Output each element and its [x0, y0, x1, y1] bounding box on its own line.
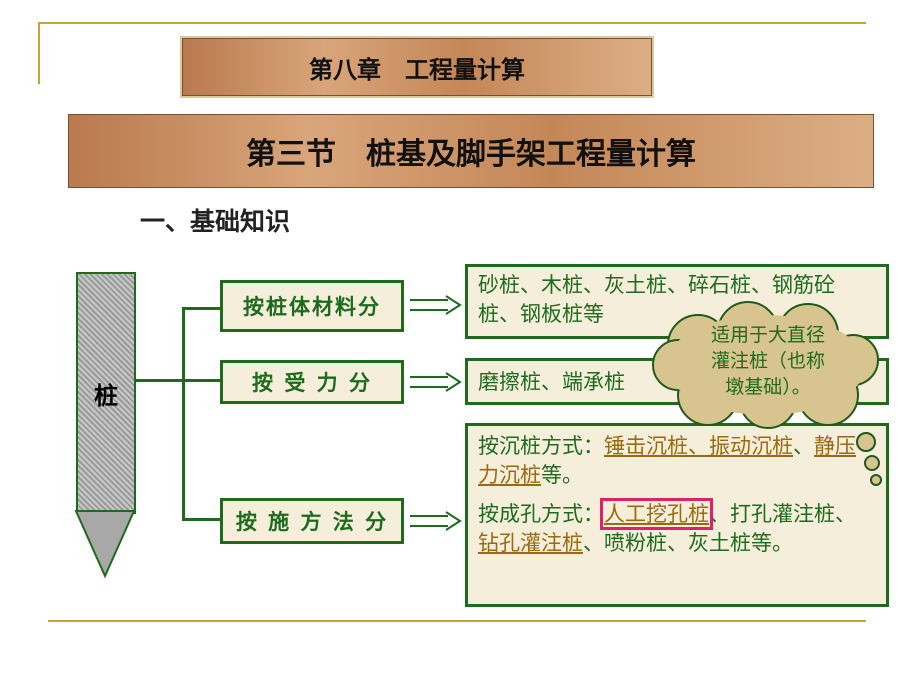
left-rule — [38, 22, 40, 84]
subheading: 一、基础知识 — [140, 207, 291, 236]
callout-text: 适用于大直径灌注桩（也称墩基础）。 — [710, 324, 825, 398]
pile-label: 桩 — [94, 381, 118, 410]
connector — [134, 379, 184, 382]
arrows — [410, 295, 462, 531]
chapter-title: 第八章 工程量计算 — [180, 36, 654, 98]
bored-pile-link[interactable]: 钻孔灌注桩 — [478, 531, 583, 555]
method-content: 按沉桩方式：锤击沉桩、振动沉桩、静压力沉桩等。 按成孔方式：人工挖孔桩、打孔灌注… — [465, 423, 889, 607]
bottom-rule — [48, 620, 866, 622]
category-method: 按 施 方 法 分 — [220, 498, 404, 544]
arrow-icon — [410, 511, 462, 531]
top-rule — [38, 22, 866, 24]
manual-dug-pile-link[interactable]: 人工挖孔桩 — [600, 498, 713, 530]
category-material: 按桩体材料分 — [220, 280, 404, 332]
thought-cloud — [652, 301, 882, 486]
sink-link[interactable]: 锤击沉桩、振动沉桩 — [604, 434, 793, 458]
sink-prefix: 按沉桩方式： — [478, 434, 604, 458]
connector — [182, 379, 220, 382]
sink-sep: 、 — [793, 434, 814, 458]
sink-suffix: 等。 — [541, 463, 583, 487]
arrow-icon — [410, 295, 462, 315]
arrow-icon — [410, 372, 462, 392]
pile-tip — [74, 510, 136, 579]
connector — [182, 518, 220, 521]
pile-shaft: 桩 — [76, 272, 136, 514]
category-force: 按 受 力 分 — [220, 360, 404, 404]
hole-prefix: 按成孔方式： — [478, 502, 604, 526]
hole-text-end: 、喷粉桩、灰土桩等。 — [583, 531, 793, 555]
hole-text: 、打孔灌注桩、 — [709, 502, 856, 526]
connector — [182, 307, 185, 521]
static-pressure-link[interactable]: 静压力沉桩 — [478, 434, 856, 487]
connector — [182, 307, 220, 310]
section-title: 第三节 桩基及脚手架工程量计算 — [68, 114, 874, 188]
